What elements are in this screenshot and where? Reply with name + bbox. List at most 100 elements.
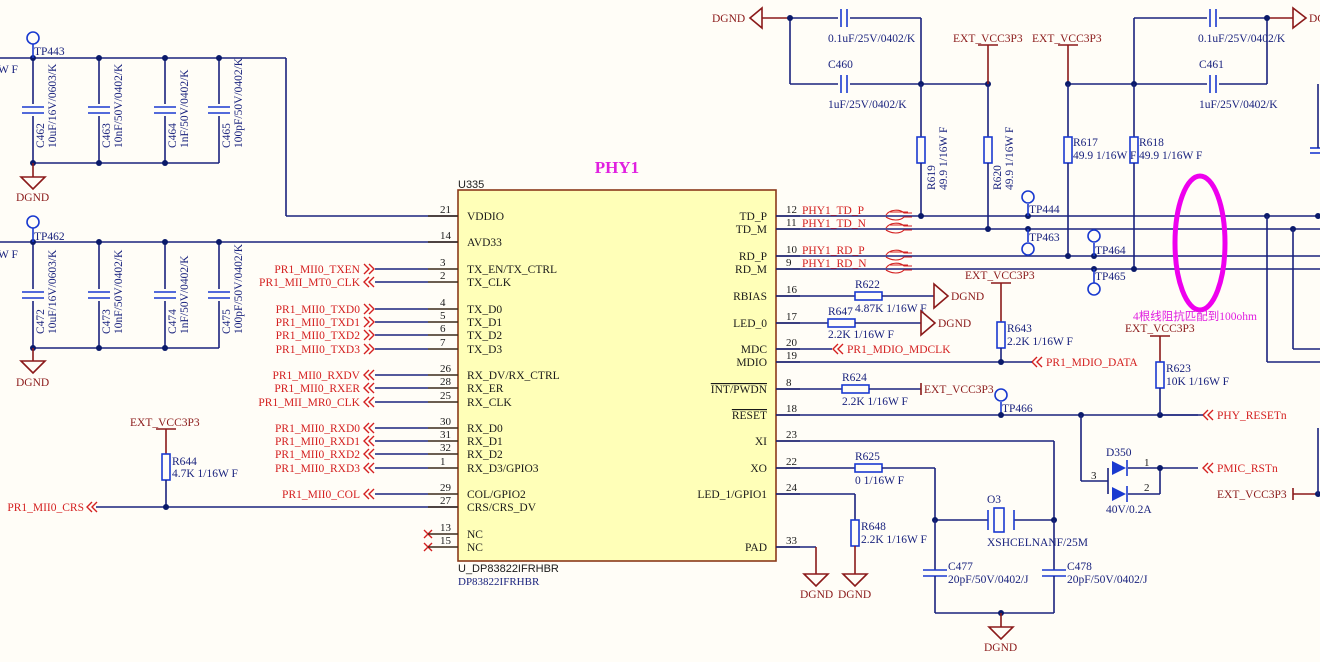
pin-number: 8 [786, 377, 792, 389]
net-label[interactable]: PR1_MII_MR0_CLK [258, 397, 360, 409]
ground-label: DGND [951, 291, 984, 303]
capacitor-c461[interactable] [1207, 74, 1219, 94]
net-label-mdclk[interactable]: PR1_MDIO_MDCLK [847, 344, 951, 356]
capacitor-c478[interactable] [1042, 569, 1066, 577]
power-label: EXT_VCC3P3 [924, 384, 994, 396]
net-label[interactable]: PR1_MII0_TXD3 [276, 344, 361, 356]
resistor-value-label: 49.9 1/16W F [1139, 150, 1202, 162]
capacitor-c475[interactable] [208, 289, 230, 301]
capacitor-c464[interactable] [154, 104, 176, 116]
pin-number: 27 [440, 495, 452, 507]
test-point-tp462[interactable] [26, 215, 40, 229]
resistor-r624[interactable] [841, 384, 870, 394]
resistor-r620[interactable] [983, 136, 993, 164]
resistor-r625[interactable] [854, 463, 883, 473]
pin-number: 20 [786, 337, 798, 349]
diode-d350[interactable] [1112, 460, 1128, 502]
port-arrow-icon [1031, 356, 1043, 368]
diff-net-label[interactable]: PHY1_RD_N [802, 258, 867, 270]
cap-ref-label: C475 [221, 309, 233, 334]
capacitor-c474[interactable] [154, 289, 176, 301]
port-arrow-icon [363, 369, 375, 381]
ground-label: DGND [712, 13, 745, 25]
cap-value-label: 1nF/50V/0402/K [179, 255, 191, 334]
diode-value-label: 40V/0.2A [1106, 504, 1152, 516]
pin-number: 6 [440, 323, 446, 335]
ground-label: DGND [838, 589, 871, 601]
port-arrow-icon [363, 329, 375, 341]
crystal-o3[interactable] [987, 507, 1015, 533]
junction-dot [216, 55, 222, 61]
resistor-r644[interactable] [161, 453, 171, 481]
pin-number: 10 [786, 244, 798, 256]
capacitor-c458[interactable] [838, 8, 850, 28]
test-point-label: TP463 [1029, 232, 1060, 244]
net-label[interactable]: PR1_MII0_RXD3 [275, 463, 360, 475]
diode-ref-label: D350 [1106, 447, 1132, 459]
net-label[interactable]: PR1_MII0_RXD1 [275, 436, 360, 448]
port-arrow-icon [363, 316, 375, 328]
port-arrow-icon [363, 343, 375, 355]
resistor-r647[interactable] [827, 318, 856, 328]
capacitor-c465[interactable] [208, 104, 230, 116]
resistor-r617[interactable] [1063, 136, 1073, 164]
capacitor-c459[interactable] [1207, 8, 1219, 28]
diff-net-label[interactable]: PHY1_TD_N [802, 218, 867, 230]
net-label[interactable]: PR1_MII0_TXD1 [276, 317, 361, 329]
resistor-r623[interactable] [1155, 361, 1165, 389]
capacitor-c473[interactable] [88, 289, 110, 301]
resistor-value-label: 49.9 1/16W F [1073, 150, 1136, 162]
net-label[interactable]: PR1_MII0_TXD0 [276, 304, 361, 316]
resistor-r648[interactable] [850, 519, 860, 547]
pin-name: RX_D2 [467, 449, 503, 461]
test-point-label: TP462 [34, 231, 65, 243]
capacitor-c477[interactable] [923, 569, 947, 577]
net-label-phy-reset[interactable]: PHY_RESETn [1217, 410, 1287, 422]
chip-u335[interactable]: U335 U_DP83822IFRHBR DP83822IFRHBR [457, 179, 777, 588]
net-label[interactable]: PR1_MII0_RXD0 [275, 423, 360, 435]
net-label[interactable]: PR1_MII0_RXD2 [275, 449, 360, 461]
port-arrow-icon [363, 396, 375, 408]
pin-name: RX_D1 [467, 436, 503, 448]
chip-body[interactable] [457, 189, 777, 562]
net-label-pmic-rst[interactable]: PMIC_RSTn [1217, 463, 1278, 475]
diff-net-label[interactable]: PHY1_TD_P [802, 205, 864, 217]
capacitor-c472[interactable] [22, 289, 44, 301]
test-point-tp444[interactable] [1021, 190, 1035, 204]
cap-value-label: 10nF/50V/0402/K [113, 249, 125, 334]
net-label-mdio[interactable]: PR1_MDIO_DATA [1046, 357, 1138, 369]
diff-net-label[interactable]: PHY1_RD_P [802, 245, 865, 257]
diff-pair-icon [885, 249, 912, 261]
test-point-tp464[interactable] [1087, 229, 1101, 243]
pin-number: 26 [440, 363, 452, 375]
net-label[interactable]: PR1_MII0_TXEN [274, 264, 360, 276]
power-label: EXT_VCC3P3 [965, 270, 1035, 282]
net-label[interactable]: PR1_MII0_TXD2 [276, 330, 361, 342]
net-label[interactable]: PR1_MII0_RXER [274, 383, 360, 395]
net-label[interactable]: PR1_MII0_CRS [7, 502, 84, 514]
power-label: EXT_VCC3P3 [1125, 323, 1195, 335]
test-point-tp466[interactable] [994, 388, 1008, 402]
test-point-tp463[interactable] [1021, 242, 1035, 256]
resistor-r622[interactable] [854, 291, 883, 301]
capacitor-c463[interactable] [88, 104, 110, 116]
capacitor-c460[interactable] [838, 74, 850, 94]
resistor-r643[interactable] [996, 321, 1006, 349]
test-point-tp443[interactable] [26, 31, 40, 45]
chip-ref: U335 [458, 179, 484, 191]
net-label[interactable]: PR1_MII0_RXDV [272, 370, 360, 382]
resistor-value-label: 4.87K 1/16W F [855, 303, 927, 315]
ground-label: DGND [16, 377, 49, 389]
net-label[interactable]: PR1_MII0_COL [282, 489, 360, 501]
cap-ref-label: C474 [167, 309, 179, 334]
pin-name: RX_D0 [467, 423, 503, 435]
net-label[interactable]: PR1_MII_MT0_CLK [259, 277, 361, 289]
test-point-tp465[interactable] [1087, 282, 1101, 296]
port-arrow-icon [363, 448, 375, 460]
junction-dot [998, 359, 1004, 365]
resistor-ref-label: R647 [828, 306, 853, 318]
pin-number: 5 [440, 310, 446, 322]
resistor-r619[interactable] [916, 136, 926, 164]
capacitor-c462[interactable] [22, 104, 44, 116]
